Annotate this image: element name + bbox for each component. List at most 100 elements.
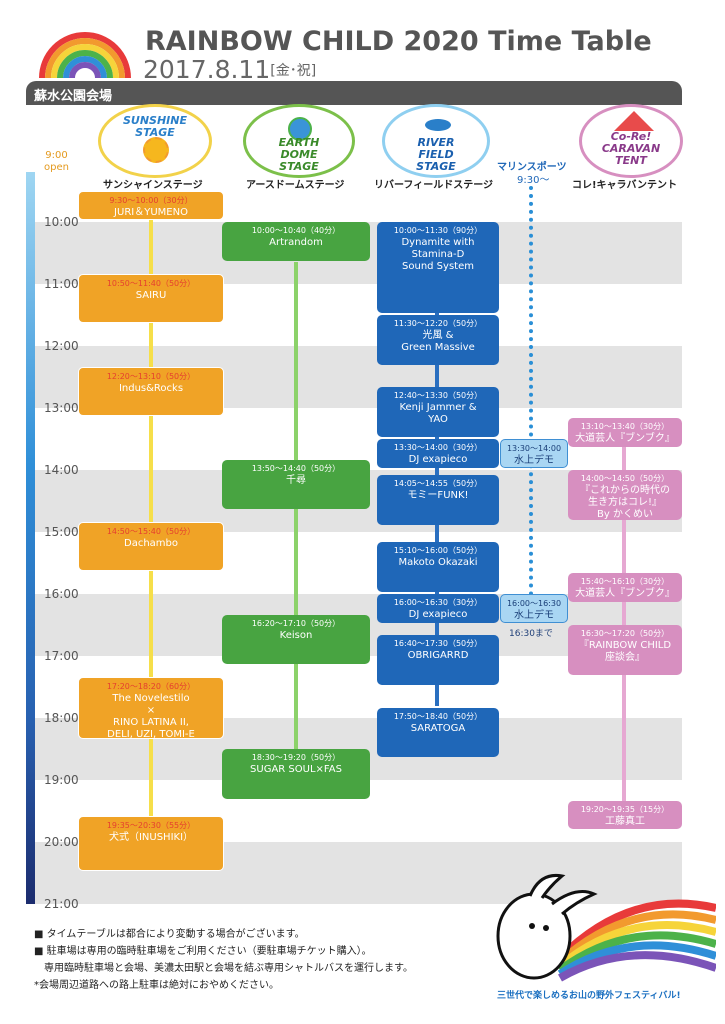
hour-label: 16:00 xyxy=(44,587,79,601)
event-time: 9:30〜10:00（30分） xyxy=(109,196,193,205)
notes: ■ タイムテーブルは都合により変動する場合がございます。 ■ 駐車場は専用の臨時… xyxy=(34,926,413,994)
hour-label: 18:00 xyxy=(44,711,79,725)
event-date-value: 2017.8.11 xyxy=(143,55,271,84)
river-stage-label: リバーフィールドステージ xyxy=(374,180,493,191)
note-line: 専用臨時駐車場と会場、美濃太田駅と会場を結ぶ専用シャトルバスを運行します。 xyxy=(34,963,413,974)
marine-sports-time: 9:30〜 xyxy=(517,175,550,186)
event-time: 15:10〜16:00（50分） xyxy=(393,546,483,556)
river-event: 15:10〜16:00（50分）Makoto Okazaki xyxy=(377,542,499,592)
event-time: 13:10〜13:40（30分） xyxy=(580,422,670,432)
event-time: 10:50〜11:40（50分） xyxy=(106,278,196,288)
river-event: 13:30〜14:00（30分） DJ exapieco xyxy=(377,439,499,468)
caravan-tent-logo: Co-Re! CARAVAN TENT xyxy=(579,104,683,178)
caravan-event: 13:10〜13:40（30分）大道芸人『ブンブク』 xyxy=(568,418,682,448)
event-name: 工藤真工 xyxy=(605,815,645,827)
hour-label: 15:00 xyxy=(44,525,79,539)
event-name: SAIRU xyxy=(135,289,167,301)
sunshine-event: 14:50〜15:40（50分）Dachambo xyxy=(78,521,224,572)
open-label: open xyxy=(44,162,69,173)
caravan-logo-text: Co-Re! CARAVAN TENT xyxy=(601,130,661,167)
event-name: 水上デモ xyxy=(514,455,554,466)
earth-logo-text: EARTH DOME STAGE xyxy=(278,136,320,173)
sunshine-event: 10:50〜11:40（50分）SAIRU xyxy=(78,273,224,324)
event-name: DJ exapieco xyxy=(408,609,468,620)
caravan-event: 14:00〜14:50（50分）『これからの時代の 生き方はコレ!』 By かく… xyxy=(568,470,682,520)
hour-label: 13:00 xyxy=(44,401,79,415)
event-name: Makoto Okazaki xyxy=(398,557,478,569)
event-name: 犬式（INUSHIKI） xyxy=(108,832,194,844)
event-time: 14:50〜15:40（50分） xyxy=(106,526,196,536)
earth-event: 10:00〜10:40（40分） Artrandom xyxy=(222,222,370,262)
event-name: 大道芸人『ブンブク』 xyxy=(575,588,675,600)
event-name: Dachambo xyxy=(124,537,178,549)
event-name: 光風 & Green Massive xyxy=(401,330,475,353)
event-name: モミーFUNK! xyxy=(407,490,469,502)
caravan-event: 15:40〜16:10（30分）大道芸人『ブンブク』 xyxy=(568,573,682,603)
event-name: SUGAR SOUL×FAS xyxy=(250,764,342,775)
event-time: 13:50〜14:40（50分） xyxy=(251,463,341,473)
rainbow-logo xyxy=(39,32,131,79)
river-stage-logo: RIVER FIELD STAGE xyxy=(382,104,490,178)
event-time: 13:30〜14:00 xyxy=(506,444,562,453)
hour-label: 20:00 xyxy=(44,835,79,849)
hour-label: 12:00 xyxy=(44,339,79,353)
hour-label: 19:00 xyxy=(44,773,79,787)
earth-event: 13:50〜14:40（50分）千尋 xyxy=(222,459,370,510)
hour-label: 11:00 xyxy=(44,277,79,291)
hour-label: 14:00 xyxy=(44,463,79,477)
river-event: 16:00〜16:30（30分） DJ exapieco xyxy=(377,594,499,623)
marine-event: 13:30〜14:00 水上デモ xyxy=(500,439,568,468)
sunshine-line xyxy=(149,220,153,820)
event-date-suffix: [金･祝] xyxy=(270,63,317,79)
event-name: Dynamite with Stamina-D Sound System xyxy=(401,237,475,272)
caravan-event: 19:20〜19:35（15分）工藤真工 xyxy=(568,800,682,829)
event-date: 2017.8.11[金･祝] xyxy=(143,55,316,84)
event-time: 12:40〜13:30（50分） xyxy=(393,391,483,401)
earth-icon xyxy=(288,117,312,141)
event-time: 15:40〜16:10（30分） xyxy=(580,577,670,587)
sunshine-logo-text: SUNSHINE STAGE xyxy=(122,114,187,139)
note-line: ■ 駐車場は専用の臨時駐車場をご利用ください（要駐車場チケット購入）。 xyxy=(34,946,372,957)
mascot-rainbow-illustration xyxy=(496,873,716,982)
sunshine-stage-logo: SUNSHINE STAGE xyxy=(98,104,212,178)
river-event: 12:40〜13:30（50分）Kenji Jammer & YAO xyxy=(377,387,499,437)
event-time: 16:00〜16:30 xyxy=(506,599,562,608)
event-time: 18:30〜19:20（50分） xyxy=(251,753,341,762)
event-name: Kenji Jammer & YAO xyxy=(399,402,477,426)
note-line: ■ タイムテーブルは都合により変動する場合がございます。 xyxy=(34,929,305,940)
event-name: JURI＆YUMENO xyxy=(114,207,188,218)
earth-event: 16:20〜17:10（50分）Keison xyxy=(222,614,370,665)
river-logo-text: RIVER FIELD STAGE xyxy=(416,136,456,173)
venue-bar xyxy=(26,81,682,105)
page-title: RAINBOW CHILD 2020 Time Table xyxy=(145,26,652,57)
event-name: 『RAINBOW CHILD 座談会』 xyxy=(578,640,672,663)
event-time: 16:00〜16:30（30分） xyxy=(393,598,483,607)
event-time: 14:00〜14:50（50分） xyxy=(580,474,670,483)
event-name: OBRIGARRD xyxy=(407,650,469,662)
caravan-event: 16:30〜17:20（50分） 『RAINBOW CHILD 座談会』 xyxy=(568,625,682,675)
marine-sports-label: マリンスポーツ xyxy=(497,162,567,173)
venue-label: 蘇水公園会場 xyxy=(34,89,113,104)
earth-stage-logo: EARTH DOME STAGE xyxy=(243,104,355,178)
marine-event: 16:00〜16:30 水上デモ xyxy=(500,594,568,623)
event-time: 16:30〜17:20（50分） xyxy=(580,629,670,638)
event-time: 11:30〜12:20（50分） xyxy=(393,319,483,328)
hour-label: 21:00 xyxy=(44,897,79,911)
event-name: SARATOGA xyxy=(410,722,466,734)
fish-icon xyxy=(425,119,451,131)
event-name: Artrandom xyxy=(269,237,323,248)
earth-stage-label: アースドームステージ xyxy=(246,180,345,191)
event-name: DJ exapieco xyxy=(408,454,468,465)
event-name: 水上デモ xyxy=(514,610,554,621)
river-event: 16:40〜17:30（50分）OBRIGARRD xyxy=(377,635,499,685)
event-time: 13:30〜14:00（30分） xyxy=(393,443,483,452)
event-time: 14:05〜14:55（50分） xyxy=(393,479,483,489)
event-time: 17:50〜18:40（50分） xyxy=(393,711,483,721)
sun-icon xyxy=(143,137,169,163)
event-name: The Novelestilo × RINO LATINA II, DELI, … xyxy=(107,692,195,739)
caravan-tent-label: コレ!キャラバンテント xyxy=(572,180,677,191)
sunshine-stage-label: サンシャインステージ xyxy=(103,180,203,191)
event-time: 16:40〜17:30（50分） xyxy=(393,639,483,649)
event-name: 大道芸人『ブンブク』 xyxy=(575,433,675,445)
event-time: 10:00〜10:40（40分） xyxy=(251,226,341,235)
